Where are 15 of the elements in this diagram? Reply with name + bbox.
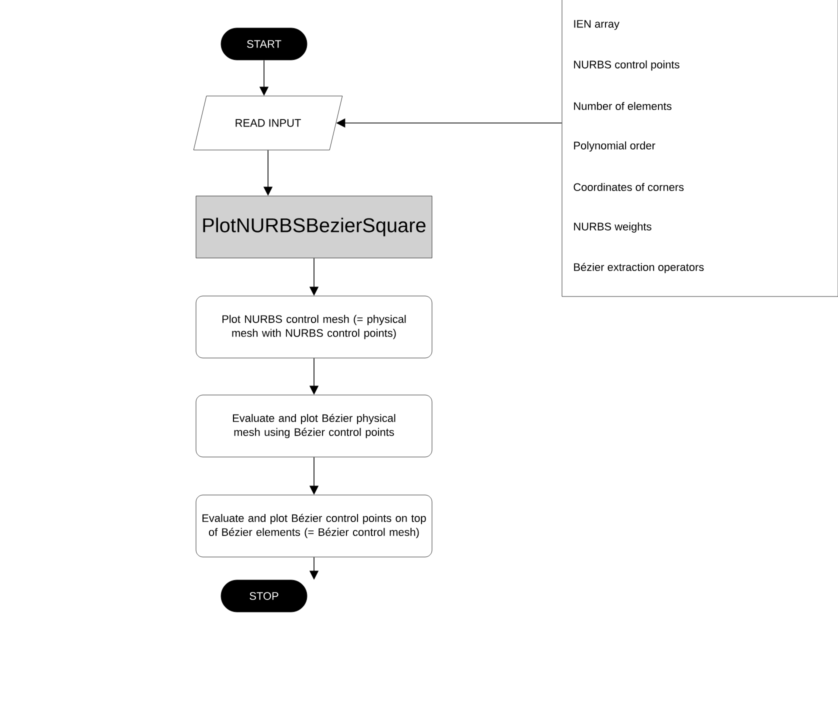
list-item: Coordinates of corners xyxy=(574,182,684,192)
list-item: Bézier extraction operators xyxy=(574,262,704,274)
list-item: Polynomial order xyxy=(574,141,656,152)
input-parallelogram: READ INPUT xyxy=(193,96,343,150)
process-box: PlotNURBSBezierSquare xyxy=(196,196,432,258)
terminal: START xyxy=(220,28,308,60)
process-box: Plot NURBS control mesh (= physical mesh with NURBS control points) xyxy=(196,296,432,358)
process-box: Evaluate and plot Bézier control points on top of Bézier elements (= Bézier control mesh) xyxy=(196,494,432,558)
input-list-box xyxy=(562,0,838,297)
list-item: NURBS control points xyxy=(574,60,680,71)
terminal: STOP xyxy=(220,580,308,612)
list-item: IEN array xyxy=(574,20,620,30)
process-box: Evaluate and plot Bézier physical mesh using Bézier control points xyxy=(196,394,432,458)
list-item: Number of elements xyxy=(574,102,672,110)
list-item: NURBS weights xyxy=(574,222,652,233)
